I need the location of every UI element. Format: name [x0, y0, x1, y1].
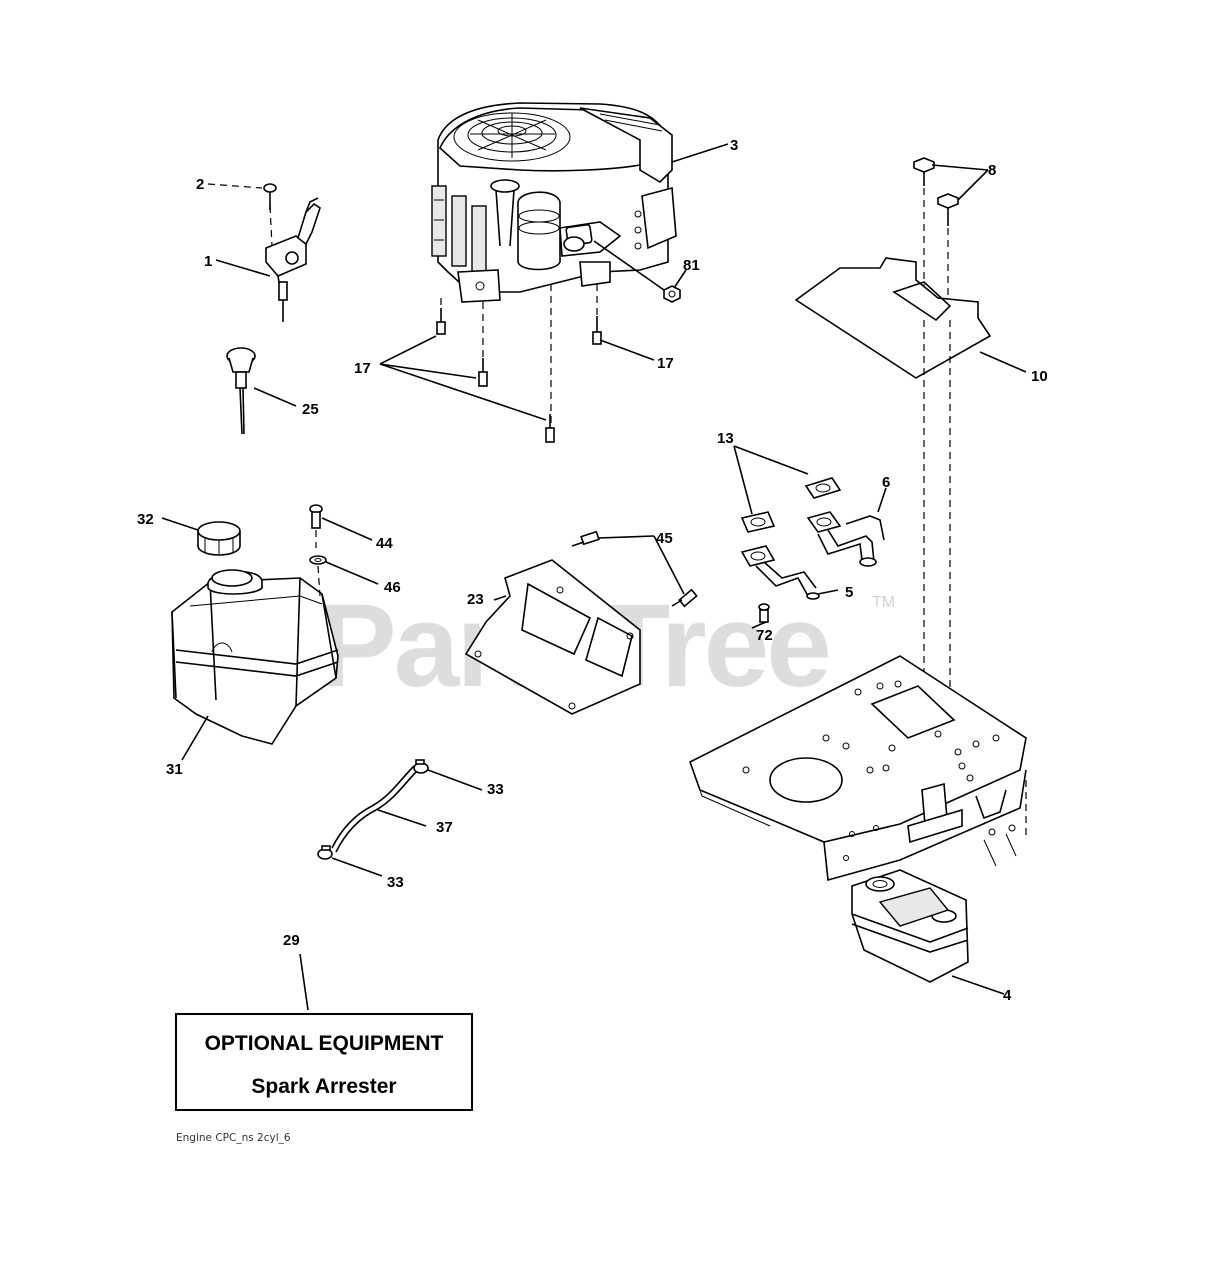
callout-numbers: 2 1 3 8 81 10 17 17 25 13 6 32 44 45 46 … [137, 137, 1048, 1004]
screws-part-8[interactable] [913, 157, 959, 320]
fuel-tank-part-31[interactable] [171, 569, 339, 745]
callout-8[interactable]: 8 [988, 162, 996, 179]
callout-17-right[interactable]: 17 [657, 355, 674, 372]
watermark-trademark: TM [872, 594, 895, 611]
fuel-cap-part-32[interactable] [197, 521, 241, 556]
callout-33-lower[interactable]: 33 [387, 874, 404, 891]
exhaust-pipe-part-6[interactable] [806, 511, 885, 567]
knob-part-25[interactable] [226, 347, 256, 435]
screw-part-2[interactable] [263, 183, 277, 210]
leader-lines [161, 143, 989, 1011]
callout-44[interactable]: 44 [376, 535, 393, 552]
callout-6[interactable]: 6 [882, 474, 890, 491]
callout-81[interactable]: 81 [683, 257, 700, 274]
throttle-control-part-1[interactable] [265, 197, 321, 322]
bolts-part-17[interactable] [436, 284, 602, 443]
callout-33-upper[interactable]: 33 [487, 781, 504, 798]
clamp-part-33b[interactable] [317, 845, 333, 860]
optional-equipment-box[interactable]: OPTIONAL EQUIPMENT Spark Arrester [175, 1013, 473, 1111]
callout-29[interactable]: 29 [283, 932, 300, 949]
callout-25[interactable]: 25 [302, 401, 319, 418]
callout-45[interactable]: 45 [656, 530, 673, 547]
bolts-part-45[interactable] [571, 530, 698, 608]
frame-chassis [689, 655, 1027, 882]
callout-37[interactable]: 37 [436, 819, 453, 836]
callout-72[interactable]: 72 [756, 627, 773, 644]
optional-equipment-item: Spark Arrester [251, 1075, 396, 1098]
callout-3[interactable]: 3 [730, 137, 738, 154]
callout-46[interactable]: 46 [384, 579, 401, 596]
optional-equipment-title: OPTIONAL EQUIPMENT [205, 1032, 444, 1055]
callout-5[interactable]: 5 [845, 584, 853, 601]
plate-part-23[interactable] [464, 559, 641, 715]
sheet-part-10[interactable] [794, 257, 1027, 690]
callout-32[interactable]: 32 [137, 511, 154, 528]
callout-13[interactable]: 13 [717, 430, 734, 447]
fuel-hose-part-37[interactable] [331, 765, 419, 853]
callout-1[interactable]: 1 [204, 253, 212, 270]
diagram-caption: Engine CPC_ns 2cyl_6 [176, 1132, 291, 1144]
clamp-part-33a[interactable] [413, 759, 429, 774]
muffler-part-4[interactable] [851, 869, 1005, 995]
callout-4[interactable]: 4 [1003, 987, 1012, 1004]
screw-part-44[interactable] [309, 504, 323, 548]
screw-part-72[interactable] [758, 603, 770, 623]
nut-part-81[interactable] [593, 240, 681, 303]
engine-part-3[interactable] [431, 102, 677, 425]
callout-2[interactable]: 2 [196, 176, 204, 193]
callout-17-left[interactable]: 17 [354, 360, 371, 377]
gaskets-part-13[interactable] [740, 477, 842, 533]
callout-31[interactable]: 31 [166, 761, 183, 778]
exhaust-pipe-part-5[interactable] [740, 545, 820, 600]
callout-23[interactable]: 23 [467, 591, 484, 608]
washer-part-46[interactable] [309, 555, 327, 597]
callout-10[interactable]: 10 [1031, 368, 1048, 385]
